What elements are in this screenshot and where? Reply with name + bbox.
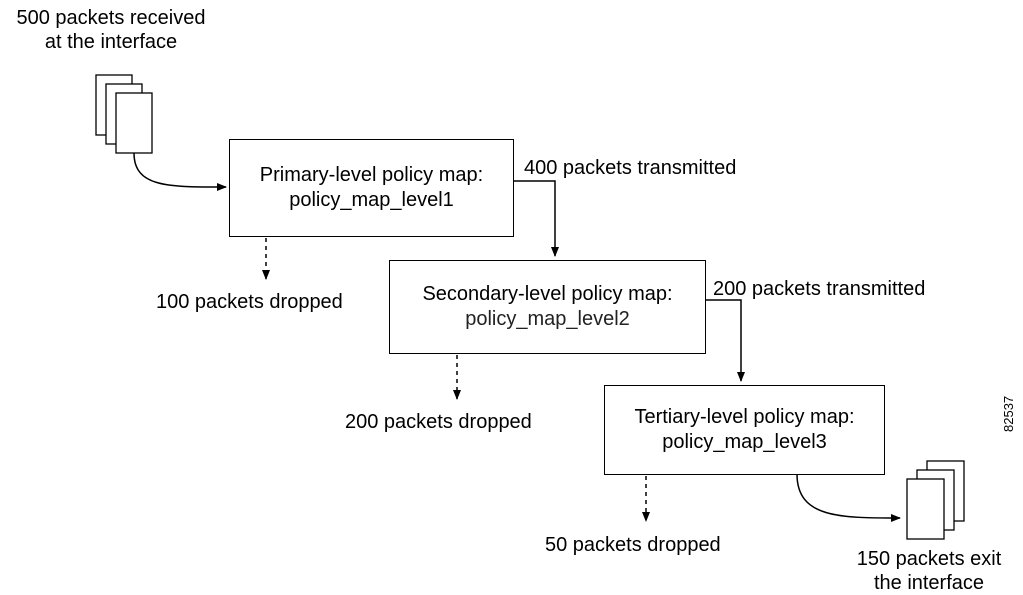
input-label-line2: at the interface <box>44 31 178 53</box>
primary-transmitted-label: 400 packets transmitted <box>524 157 737 179</box>
tertiary-policy-title: Tertiary-level policy map: <box>634 406 855 428</box>
output-arrow <box>796 473 901 522</box>
output-label-line2: the interface <box>873 572 985 594</box>
primary-dropped-label: 100 packets dropped <box>156 291 343 313</box>
tertiary-policy-map-name: policy_map_level3 <box>662 431 827 453</box>
output-label: 150 packets exit the interface <box>838 547 1020 595</box>
transmit-arrow-2 <box>700 299 745 382</box>
input-arrow <box>133 152 227 192</box>
output-label-line1: 150 packets exit <box>856 548 1002 570</box>
input-label: 500 packets received at the interface <box>0 6 222 54</box>
secondary-policy-title: Secondary-level policy map: <box>422 283 673 305</box>
secondary-policy-box: Secondary-level policy map: policy_map_l… <box>389 260 706 354</box>
primary-policy-box: Primary-level policy map: policy_map_lev… <box>229 139 514 237</box>
transmit-arrow-1 <box>508 180 559 257</box>
figure-id: 82537 <box>1001 395 1016 432</box>
input-packets-icon <box>95 74 153 154</box>
primary-policy-map-name: policy_map_level1 <box>289 189 454 211</box>
secondary-transmitted-label: 200 packets transmitted <box>713 278 926 300</box>
secondary-dropped-label: 200 packets dropped <box>345 411 532 433</box>
output-packets-icon <box>906 460 965 540</box>
tertiary-dropped-label: 50 packets dropped <box>545 534 721 556</box>
secondary-policy-map-name: policy_map_level2 <box>465 308 630 330</box>
primary-policy-title: Primary-level policy map: <box>259 164 484 186</box>
input-label-line1: 500 packets received <box>16 7 206 29</box>
tertiary-policy-box: Tertiary-level policy map: policy_map_le… <box>604 385 885 475</box>
